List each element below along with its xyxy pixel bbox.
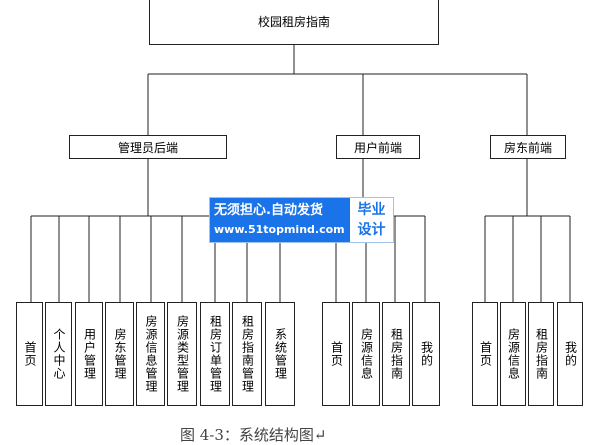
landlord-leaf-guide: 租房指南 <box>528 302 554 406</box>
admin-leaf-user-mgmt-label: 用户管理 <box>82 328 97 380</box>
admin-leaf-listing-mgmt-label: 房源信息管理 <box>144 315 158 393</box>
admin-leaf-system-mgmt-label: 系统管理 <box>273 328 288 380</box>
figure-caption: 图 4-3：系统结构图↵ <box>180 426 327 444</box>
admin-leaf-user-mgmt: 用户管理 <box>75 302 103 406</box>
watermark-right-line1: 毕业 <box>357 202 386 218</box>
user-frontend-node: 用户前端 <box>336 135 420 159</box>
landlord-frontend-node: 房东前端 <box>490 135 566 159</box>
admin-leaf-order-mgmt: 租房订单管理 <box>200 302 230 406</box>
admin-backend-label: 管理员后端 <box>117 140 178 155</box>
admin-leaf-listing-mgmt: 房源信息管理 <box>136 302 165 406</box>
admin-leaf-order-mgmt-label: 租房订单管理 <box>208 315 223 393</box>
user-leaf-home-label: 首页 <box>329 341 344 367</box>
user-leaf-listings-label: 房源信息 <box>359 328 374 380</box>
landlord-leaf-mine: 我的 <box>557 302 583 406</box>
root-node: 校园租房指南 <box>149 0 439 45</box>
watermark-url: www.51topmind.com <box>214 223 345 236</box>
admin-leaf-guide-mgmt-label: 租房指南管理 <box>240 315 255 393</box>
admin-leaf-listing-type-mgmt: 房源类型管理 <box>167 302 197 406</box>
landlord-leaf-guide-label: 租房指南 <box>534 328 549 380</box>
user-frontend-label: 用户前端 <box>353 140 402 155</box>
user-leaf-home: 首页 <box>322 302 350 406</box>
user-leaf-mine-label: 我的 <box>419 341 434 367</box>
admin-leaf-listing-type-mgmt-label: 房源类型管理 <box>175 315 190 393</box>
watermark-left-panel: 无须担心.自动发货 www.51topmind.com <box>210 198 350 242</box>
user-leaf-mine: 我的 <box>412 302 440 406</box>
landlord-leaf-listings: 房源信息 <box>500 302 526 406</box>
admin-leaf-home: 首页 <box>16 302 43 406</box>
landlord-leaf-home: 首页 <box>472 302 498 406</box>
admin-backend-node: 管理员后端 <box>69 135 227 159</box>
admin-leaf-system-mgmt: 系统管理 <box>265 302 295 406</box>
watermark-right-panel: 毕业 设计 <box>350 198 393 242</box>
admin-leaf-guide-mgmt: 租房指南管理 <box>232 302 262 406</box>
admin-leaf-personal-center-label: 个人中心 <box>52 328 66 380</box>
watermark-right-line2: 设计 <box>357 222 386 238</box>
user-leaf-listings: 房源信息 <box>352 302 380 406</box>
user-leaf-guide: 租房指南 <box>382 302 410 406</box>
landlord-frontend-label: 房东前端 <box>503 140 552 155</box>
admin-leaf-landlord-mgmt-label: 房东管理 <box>113 328 127 380</box>
user-leaf-guide-label: 租房指南 <box>389 328 404 380</box>
root-node-label: 校园租房指南 <box>257 15 330 29</box>
watermark-slogan: 无须担心.自动发货 <box>214 203 323 218</box>
admin-leaf-home-label: 首页 <box>23 341 37 367</box>
landlord-leaf-home-label: 首页 <box>478 341 493 367</box>
landlord-leaf-mine-label: 我的 <box>563 341 578 367</box>
admin-leaf-landlord-mgmt: 房东管理 <box>105 302 134 406</box>
landlord-leaf-listings-label: 房源信息 <box>506 328 521 380</box>
watermark-banner: 无须担心.自动发货 www.51topmind.com 毕业 设计 <box>209 197 394 243</box>
admin-leaf-personal-center: 个人中心 <box>45 302 72 406</box>
